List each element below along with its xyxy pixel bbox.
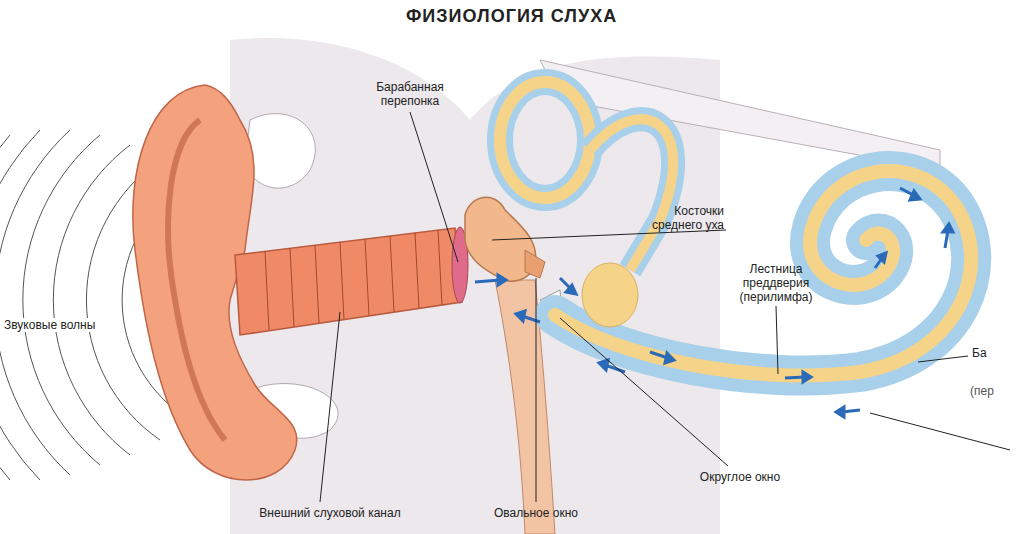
leader-lines bbox=[320, 112, 1010, 502]
pinna-fold bbox=[168, 120, 225, 440]
cavity bbox=[245, 114, 315, 188]
semicircular-canals bbox=[500, 82, 673, 270]
diagram-title: ФИЗИОЛОГИЯ СЛУХА bbox=[406, 6, 617, 27]
ear-canal bbox=[235, 228, 462, 335]
vestibule bbox=[582, 263, 638, 327]
part-label: (пер bbox=[970, 384, 1016, 398]
part-label: Округлое окно bbox=[690, 470, 790, 484]
part-label: Косточки среднего уха bbox=[632, 204, 724, 232]
canal-rings bbox=[265, 230, 442, 330]
part-label: Овальное окно bbox=[486, 506, 586, 520]
part-label: Барабанная перепонка bbox=[360, 80, 460, 108]
part-label: Внешний слуховой канал bbox=[250, 506, 410, 520]
part-label: Лестница преддверия (перилимфа) bbox=[716, 262, 836, 304]
cochlea bbox=[555, 171, 971, 375]
bone-region bbox=[230, 38, 720, 534]
stapes bbox=[525, 250, 545, 278]
part-label: Звуковые волны bbox=[2, 318, 97, 332]
flow-arrows bbox=[475, 188, 953, 417]
part-label: Ба bbox=[972, 346, 1012, 360]
